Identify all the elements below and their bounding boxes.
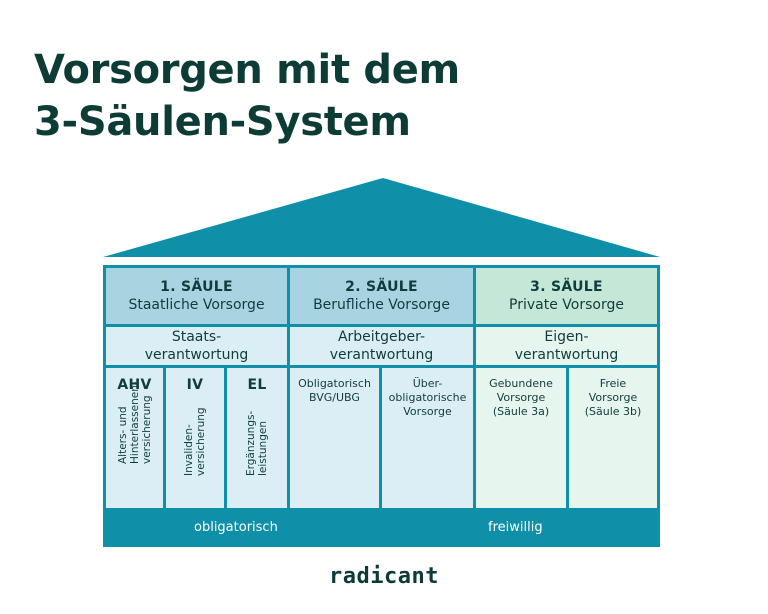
page-title: Vorsorgen mit dem 3-Säulen-System [34, 44, 460, 148]
pillar-2-header: 2. SÄULE Berufliche Vorsorge [290, 268, 473, 324]
pillar-3-column-3a: Gebundene Vorsorge (Säule 3a) [476, 368, 566, 508]
pillar-2-column-extra-mandatory: Über- obligatorische Vorsorge [382, 368, 473, 508]
pillar-3-responsibility-line-1: Eigen- [544, 329, 589, 345]
pillar-3-responsibility-line-2: verantwortung [514, 347, 619, 363]
ahv-description-line-2: Hinterlassenen- [128, 381, 141, 464]
pillar-3-number: 3. SÄULE [530, 278, 603, 295]
pillar-2-responsibility: Arbeitgeber- verantwortung [290, 327, 473, 365]
pillar-1-header: 1. SÄULE Staatliche Vorsorge [106, 268, 287, 324]
iv-description-line-2: versicherung [195, 407, 207, 476]
pillar-2-number: 2. SÄULE [345, 278, 418, 295]
pillar-2-responsibility-line-2: verantwortung [329, 347, 434, 363]
base-label-voluntary: freiwillig [488, 520, 543, 535]
pillar-3b-line-2: Vorsorge [588, 391, 638, 404]
pillar-1-name: Staatliche Vorsorge [128, 296, 265, 313]
pillar-3-name: Private Vorsorge [509, 296, 624, 313]
ahv-description: Alters- und Hinterlassenen- versicherung [117, 381, 153, 464]
el-abbr: EL [247, 377, 267, 393]
pillar-1-responsibility-line-2: verantwortung [144, 347, 249, 363]
el-description: Ergänzungs- leistungen [245, 411, 269, 476]
pillar-3b-line-1: Freie [599, 377, 627, 390]
extra-mandatory-line-3: Vorsorge [403, 405, 452, 418]
pillar-2-name: Berufliche Vorsorge [313, 296, 450, 313]
pillar-3a-line-3: (Säule 3a) [492, 405, 550, 418]
radicant-logo: radicant [329, 564, 439, 589]
bvg-line-2: BVG/UBG [309, 391, 360, 404]
extra-mandatory-line-1: Über- [412, 377, 443, 390]
pillar-1-responsibility: Staats- verantwortung [106, 327, 287, 365]
pillar-1-column-el: EL Ergänzungs- leistungen [227, 368, 287, 508]
pillar-1-column-iv: IV Invaliden- versicherung [166, 368, 224, 508]
pillar-1-responsibility-line-1: Staats- [171, 329, 222, 345]
title-line-1: Vorsorgen mit dem [34, 47, 460, 93]
iv-description-line-1: Invaliden- [183, 424, 195, 476]
iv-description: Invaliden- versicherung [183, 407, 207, 476]
ahv-description-line-3: versicherung [140, 395, 153, 464]
ahv-description-line-1: Alters- und [116, 406, 129, 464]
iv-abbr: IV [186, 377, 204, 393]
el-description-line-2: leistungen [257, 421, 269, 476]
title-line-2: 3-Säulen-System [34, 99, 411, 145]
pillar-3a-line-1: Gebundene [489, 377, 553, 390]
ahv-abbr: AHV [117, 377, 152, 393]
el-description-line-1: Ergänzungs- [245, 410, 257, 476]
pillar-3-column-3b: Freie Vorsorge (Säule 3b) [569, 368, 657, 508]
pillar-3-responsibility: Eigen- verantwortung [476, 327, 657, 365]
pillar-1-column-ahv: AHV Alters- und Hinterlassenen- versiche… [106, 368, 163, 508]
pillar-1-number: 1. SÄULE [160, 278, 233, 295]
pillar-3-header: 3. SÄULE Private Vorsorge [476, 268, 657, 324]
pillar-2-column-mandatory: Obligatorisch BVG/UBG [290, 368, 379, 508]
pillar-2-responsibility-line-1: Arbeitgeber- [337, 329, 426, 345]
base-label-mandatory: obligatorisch [194, 520, 278, 535]
pillar-3a-line-2: Vorsorge [496, 391, 546, 404]
extra-mandatory-line-2: obligatorische [388, 391, 467, 404]
roof-shape [103, 178, 660, 257]
bvg-line-1: Obligatorisch [298, 377, 371, 390]
pillar-3b-line-3: (Säule 3b) [584, 405, 642, 418]
